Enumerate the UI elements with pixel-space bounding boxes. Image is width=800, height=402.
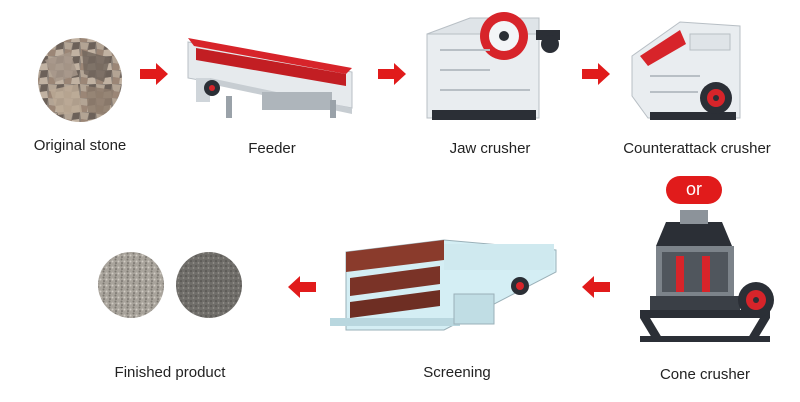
arrow-right-1: [140, 63, 168, 85]
label-original-stone: Original stone: [33, 137, 127, 154]
label-counterattack-crusher: Counterattack crusher: [623, 140, 771, 157]
label-feeder: Feeder: [248, 140, 296, 157]
arrow-right-3: [582, 63, 610, 85]
counterattack-crusher-machine-image: [631, 21, 741, 120]
label-jaw-crusher: Jaw crusher: [449, 140, 531, 157]
arrow-left-2: [288, 276, 316, 298]
fine-gravel-sample: [98, 252, 164, 318]
arrow-left-1: [582, 276, 610, 298]
label-cone-crusher: Cone crusher: [659, 366, 751, 383]
original-stone-image: [38, 38, 122, 122]
arrow-right-2: [378, 63, 406, 85]
or-badge: or: [666, 176, 722, 204]
finished-product-images: [98, 252, 242, 318]
jaw-crusher-machine-image: [426, 12, 560, 120]
coarse-gravel-sample: [176, 252, 242, 318]
label-screening: Screening: [423, 364, 491, 381]
cone-crusher-machine-image: [640, 210, 774, 342]
label-finished-product: Finished product: [114, 364, 226, 381]
feeder-machine-image: [187, 38, 353, 118]
screening-machine-image: [330, 239, 557, 331]
